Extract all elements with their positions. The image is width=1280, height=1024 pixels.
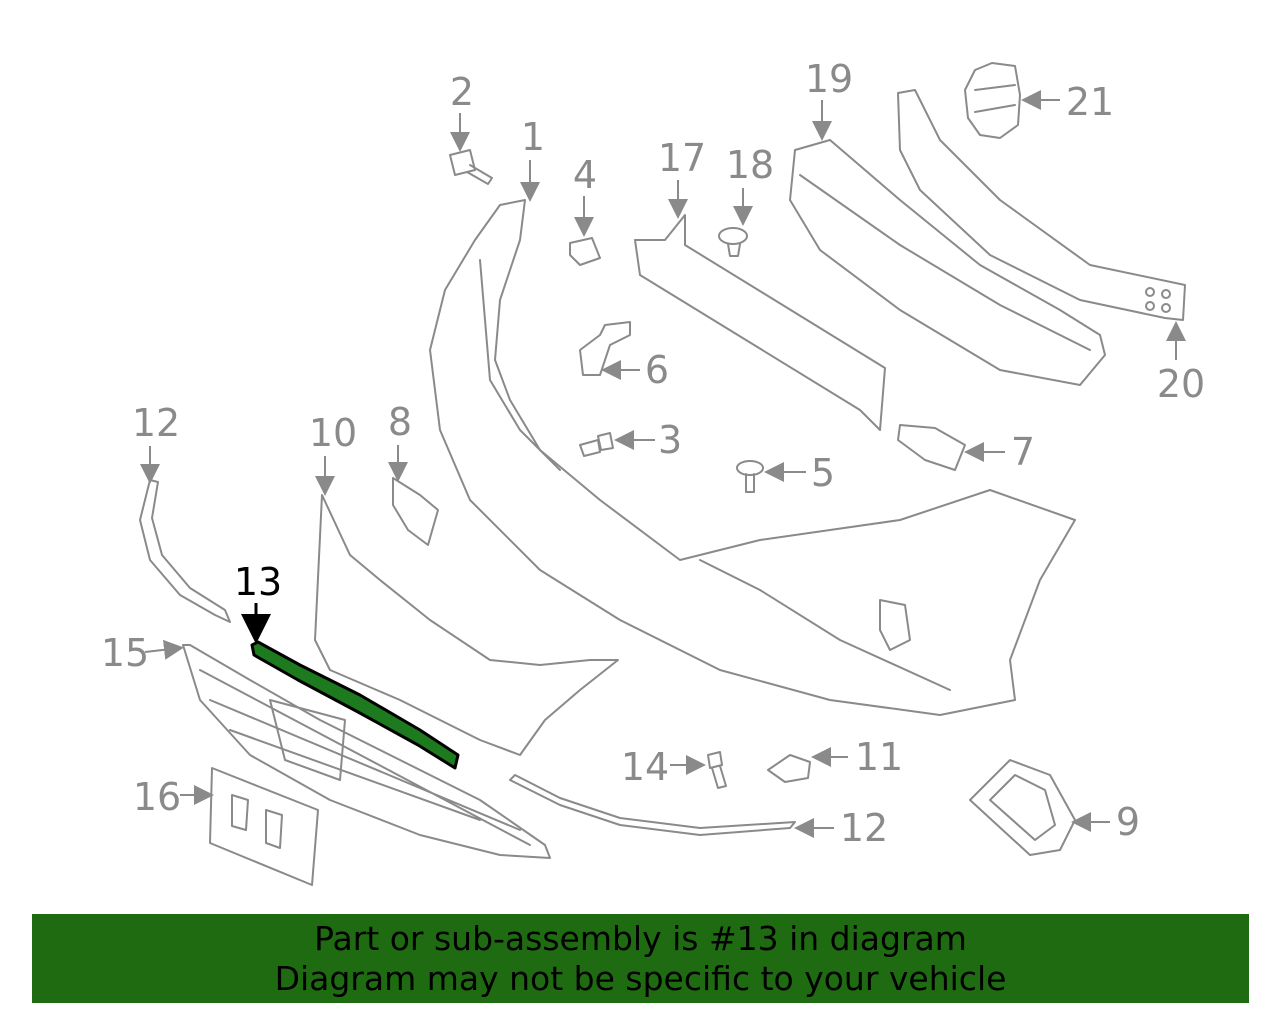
part-21-bracket (964, 62, 1021, 139)
part-10-lower-frame (314, 494, 619, 756)
part-16-license-bracket (209, 767, 319, 886)
callout-7: 7 (1011, 430, 1035, 474)
part-17-bracket (634, 214, 886, 431)
callout-2: 2 (450, 70, 474, 114)
callout-arrows (140, 90, 1186, 838)
callout-17: 17 (658, 136, 706, 180)
banner-line-part-number: Part or sub-assembly is #13 in diagram (314, 918, 967, 958)
part-5-rivet (736, 460, 764, 493)
callout-10: 10 (309, 411, 357, 455)
part-15-grille (182, 644, 551, 859)
callout-8: 8 (388, 400, 412, 444)
parts-diagram: 1 2 3 4 5 6 7 8 9 10 11 12 12 13 14 15 1… (101, 57, 1205, 886)
callout-3: 3 (658, 418, 682, 462)
callout-16: 16 (133, 775, 181, 819)
callout-5: 5 (811, 451, 835, 495)
callout-18: 18 (726, 143, 774, 187)
part-7-bracket (897, 424, 966, 471)
part-20-reinforcement (897, 89, 1186, 321)
part-6-bracket (579, 321, 631, 376)
callout-12-right: 12 (840, 806, 888, 850)
part-1-bumper-cover (429, 199, 1076, 716)
callout-21: 21 (1066, 80, 1114, 124)
part-19-absorber (789, 139, 1106, 386)
callout-20: 20 (1157, 362, 1205, 406)
callout-1: 1 (521, 115, 545, 159)
callout-4: 4 (573, 153, 597, 197)
banner-line-disclaimer: Diagram may not be specific to your vehi… (274, 958, 1007, 998)
part-12-molding-left (139, 479, 231, 623)
callout-11: 11 (855, 735, 903, 779)
callout-14: 14 (621, 745, 669, 789)
callout-15: 15 (101, 631, 149, 675)
callout-labels: 1 2 3 4 5 6 7 8 9 10 11 12 12 13 14 15 1… (101, 57, 1205, 850)
info-banner: Part or sub-assembly is #13 in diagram D… (32, 914, 1249, 1003)
part-18-clip (718, 227, 748, 257)
part-2-bolt (449, 149, 493, 185)
part-8-bracket (392, 477, 439, 546)
callout-6: 6 (645, 348, 669, 392)
part-9-fog-bezel (969, 759, 1076, 856)
callout-19: 19 (805, 57, 853, 101)
part-4-clip (569, 237, 601, 266)
callout-9: 9 (1116, 800, 1140, 844)
callout-12-left: 12 (132, 401, 180, 445)
callout-13: 13 (234, 560, 282, 604)
part-11-clip (767, 754, 811, 783)
part-13-highlighted-strip (250, 640, 460, 770)
part-3-screw (579, 432, 614, 457)
part-14-bolt (707, 751, 727, 789)
